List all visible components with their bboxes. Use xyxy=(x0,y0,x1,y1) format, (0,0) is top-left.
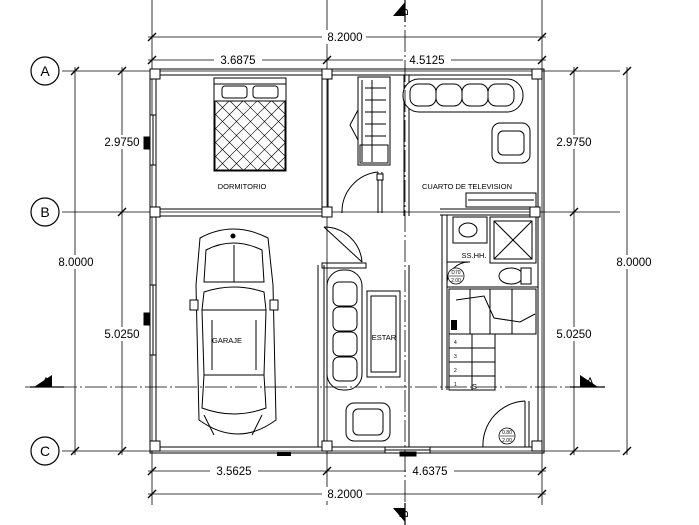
closet xyxy=(349,76,391,166)
armchair-estar xyxy=(345,402,391,442)
axis-bubble-c: C xyxy=(30,436,60,466)
dim-right-upper: 2.9750 xyxy=(556,137,591,149)
section-mark-b-bottom: B xyxy=(393,503,411,525)
svg-text:B: B xyxy=(40,204,49,220)
dim-bottom-right: 4.6375 xyxy=(412,466,447,478)
room-label-ss-hh: SS.HH. xyxy=(461,251,486,260)
stair-column xyxy=(451,320,457,330)
toilet xyxy=(498,267,532,285)
room-label-dormitorio: DORMITORIO xyxy=(218,182,267,191)
svg-text:1: 1 xyxy=(454,382,457,388)
door-tag-entry: 0.80 2.00 xyxy=(498,427,516,445)
sink xyxy=(452,216,488,244)
section-mark-b-top: B xyxy=(393,0,411,22)
dim-left-total: 8.0000 xyxy=(58,257,93,269)
door-estar xyxy=(323,226,363,263)
dim-bottom-left: 3.5625 xyxy=(216,466,251,478)
svg-text:0.80: 0.80 xyxy=(502,430,512,436)
stair-direction-label: S xyxy=(472,382,477,391)
sofa-estar xyxy=(326,269,363,391)
bed-cover-pattern xyxy=(214,100,286,171)
dim-left-upper: 2.9750 xyxy=(104,137,139,149)
car xyxy=(189,228,279,436)
dim-right-lower: 5.0250 xyxy=(556,329,591,341)
window-bottom xyxy=(384,446,431,457)
svg-text:B: B xyxy=(399,510,411,518)
axis-bubble-b: B xyxy=(30,197,60,227)
door-tag-bathroom: D70 2.00 xyxy=(447,267,465,285)
exterior-walls xyxy=(149,68,545,454)
dim-top-left: 3.6875 xyxy=(220,55,255,67)
staircase xyxy=(448,288,537,391)
svg-text:4: 4 xyxy=(454,340,457,346)
svg-text:A: A xyxy=(40,63,50,79)
window-left-upper xyxy=(143,114,157,166)
sofa-tv-room xyxy=(402,78,524,113)
dim-left-lower: 5.0250 xyxy=(104,329,139,341)
svg-text:2.00: 2.00 xyxy=(502,438,512,444)
svg-text:2: 2 xyxy=(454,368,457,374)
axis-bubble-a: A xyxy=(30,56,60,86)
dim-right-total: 8.0000 xyxy=(616,257,651,269)
tv-stand xyxy=(465,192,537,208)
dim-bottom-total: 8.2000 xyxy=(327,489,362,501)
section-mark-a-right: A xyxy=(570,375,605,389)
armchair-tv-room xyxy=(491,122,531,164)
door-entry xyxy=(482,400,530,448)
section-mark-a-left: A xyxy=(30,375,64,389)
svg-text:B: B xyxy=(399,8,411,16)
estar-window xyxy=(321,262,367,269)
shower xyxy=(489,216,537,264)
svg-text:2.00: 2.00 xyxy=(451,278,461,284)
dim-top-total: 8.2000 xyxy=(327,32,362,44)
room-label-estar: ESTAR xyxy=(372,333,397,342)
svg-text:D70: D70 xyxy=(451,270,460,276)
window-left-lower xyxy=(143,284,157,356)
room-label-garaje: GARAJE xyxy=(212,336,242,345)
svg-text:A: A xyxy=(42,377,50,389)
stair-step-numbers: 4 3 2 1 xyxy=(454,340,457,388)
dim-top-right: 4.5125 xyxy=(409,55,444,67)
coffee-table xyxy=(366,290,401,378)
svg-text:3: 3 xyxy=(454,354,457,360)
room-label-cuarto-tv: CUARTO DE TELEVISION xyxy=(422,182,512,191)
svg-text:A: A xyxy=(586,377,594,389)
dimension-labels: 8.2000 3.6875 4.5125 3.5625 4.6375 8.200… xyxy=(54,30,656,501)
garage-threshold-mark xyxy=(277,452,291,456)
svg-text:C: C xyxy=(40,443,50,459)
door-dormitorio xyxy=(341,171,384,214)
